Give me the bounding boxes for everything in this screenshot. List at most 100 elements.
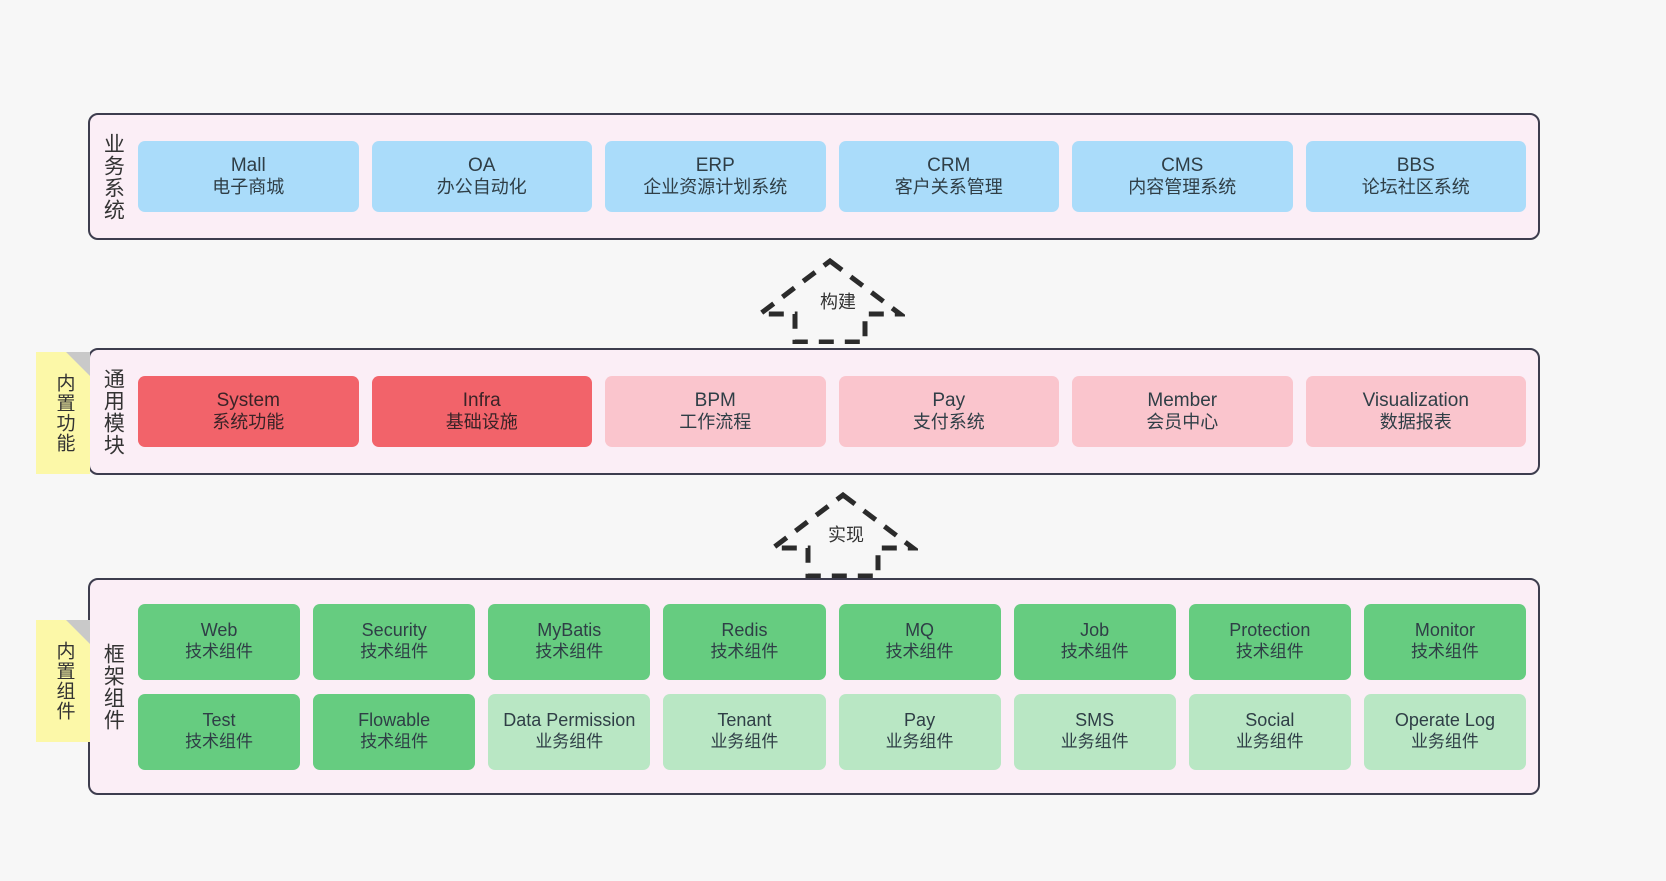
node-mall[interactable]: Mall 电子商城 (138, 141, 359, 212)
sticky-note-builtin-function: 内置功能 (36, 352, 90, 474)
node-subtitle: 数据报表 (1379, 412, 1452, 433)
layer-business-system: 业务系统 Mall 电子商城 OA 办公自动化 ERP 企业资源计划系统 CRM… (88, 113, 1540, 240)
node-sms[interactable]: SMS 业务组件 (1013, 693, 1176, 770)
sticky-fold-corner-icon (66, 620, 90, 644)
node-title: Protection (1229, 620, 1311, 641)
layer-body-framework: Web 技术组件 Security 技术组件 MyBatis 技术组件 Redi… (134, 580, 1538, 793)
node-flowable[interactable]: Flowable 技术组件 (313, 693, 476, 770)
node-redis[interactable]: Redis 技术组件 (663, 603, 826, 680)
node-subtitle: 技术组件 (360, 642, 429, 662)
layer-title-common: 通用模块 (101, 367, 125, 456)
node-operate-log[interactable]: Operate Log 业务组件 (1363, 693, 1526, 770)
node-title: Mall (230, 154, 266, 176)
node-title: Social (1245, 710, 1295, 731)
node-subtitle: 业务组件 (710, 732, 779, 752)
node-subtitle: 业务组件 (885, 732, 954, 752)
node-subtitle: 系统功能 (212, 412, 285, 433)
node-subtitle: 基础设施 (445, 412, 518, 433)
arrow-implement-label: 实现 (826, 521, 866, 547)
node-pay-business[interactable]: Pay 业务组件 (838, 693, 1001, 770)
node-bpm[interactable]: BPM 工作流程 (605, 376, 826, 447)
node-subtitle: 论坛社区系统 (1361, 177, 1470, 198)
node-system[interactable]: System 系统功能 (138, 376, 359, 447)
arrow-build-icon (755, 257, 905, 344)
node-monitor[interactable]: Monitor 技术组件 (1363, 603, 1526, 680)
node-subtitle: 技术组件 (885, 642, 954, 662)
node-social[interactable]: Social 业务组件 (1188, 693, 1351, 770)
node-title: Member (1147, 389, 1218, 411)
layer-framework-component: 框架组件 Web 技术组件 Security 技术组件 MyBatis 技术组件… (88, 578, 1540, 795)
node-visualization[interactable]: Visualization 数据报表 (1305, 376, 1526, 447)
node-title: Tenant (717, 710, 772, 731)
arrow-implement-icon (768, 491, 918, 578)
arrow-build-label: 构建 (818, 288, 858, 314)
layer-common-module: 通用模块 System 系统功能 Infra 基础设施 BPM 工作流程 Pay… (88, 348, 1540, 475)
node-title: BPM (694, 389, 736, 411)
node-row: System 系统功能 Infra 基础设施 BPM 工作流程 Pay 支付系统… (138, 376, 1526, 447)
node-title: CRM (927, 154, 971, 176)
node-title: MyBatis (537, 620, 602, 641)
node-bbs[interactable]: BBS 论坛社区系统 (1305, 141, 1526, 212)
node-erp[interactable]: ERP 企业资源计划系统 (605, 141, 826, 212)
node-oa[interactable]: OA 办公自动化 (371, 141, 592, 212)
node-member[interactable]: Member 会员中心 (1072, 376, 1293, 447)
node-title: Pay (932, 389, 966, 411)
node-title: Pay (904, 710, 936, 731)
node-title: SMS (1075, 710, 1115, 731)
node-subtitle: 技术组件 (360, 732, 429, 752)
node-subtitle: 技术组件 (1235, 642, 1304, 662)
node-subtitle: 技术组件 (185, 642, 254, 662)
sticky-fold-corner-icon (66, 352, 90, 376)
node-title: MQ (905, 620, 935, 641)
node-title: Monitor (1414, 620, 1475, 641)
sticky-label: 内置组件 (53, 641, 75, 721)
layer-title-framework: 框架组件 (101, 642, 125, 731)
layer-title-business: 业务系统 (101, 132, 125, 221)
node-test[interactable]: Test 技术组件 (138, 693, 301, 770)
node-row: Mall 电子商城 OA 办公自动化 ERP 企业资源计划系统 CRM 客户关系… (138, 141, 1526, 212)
node-title: Visualization (1362, 389, 1469, 411)
node-subtitle: 客户关系管理 (894, 177, 1003, 198)
node-subtitle: 业务组件 (1060, 732, 1129, 752)
node-security[interactable]: Security 技术组件 (313, 603, 476, 680)
node-subtitle: 会员中心 (1146, 412, 1219, 433)
sticky-note-builtin-component: 内置组件 (36, 620, 90, 742)
node-title: Job (1080, 620, 1110, 641)
node-subtitle: 技术组件 (185, 732, 254, 752)
node-row: Test 技术组件 Flowable 技术组件 Data Permission … (138, 693, 1526, 770)
sticky-label: 内置功能 (53, 373, 75, 453)
node-title: Infra (462, 389, 501, 411)
node-title: System (216, 389, 280, 411)
node-subtitle: 业务组件 (1410, 732, 1479, 752)
node-tenant[interactable]: Tenant 业务组件 (663, 693, 826, 770)
node-subtitle: 办公自动化 (436, 177, 527, 198)
node-title: BBS (1396, 154, 1435, 176)
node-title: Security (361, 620, 427, 641)
node-data-permission[interactable]: Data Permission 业务组件 (488, 693, 651, 770)
node-cms[interactable]: CMS 内容管理系统 (1072, 141, 1293, 212)
node-protection[interactable]: Protection 技术组件 (1188, 603, 1351, 680)
node-subtitle: 业务组件 (1235, 732, 1304, 752)
node-subtitle: 技术组件 (1410, 642, 1479, 662)
layer-body-common: System 系统功能 Infra 基础设施 BPM 工作流程 Pay 支付系统… (134, 350, 1538, 473)
node-subtitle: 业务组件 (535, 732, 604, 752)
node-job[interactable]: Job 技术组件 (1013, 603, 1176, 680)
node-web[interactable]: Web 技术组件 (138, 603, 301, 680)
node-subtitle: 内容管理系统 (1128, 177, 1237, 198)
node-mq[interactable]: MQ 技术组件 (838, 603, 1001, 680)
node-subtitle: 电子商城 (212, 177, 285, 198)
layer-body-business: Mall 电子商城 OA 办公自动化 ERP 企业资源计划系统 CRM 客户关系… (134, 115, 1538, 238)
node-title: Flowable (358, 710, 431, 731)
node-subtitle: 技术组件 (710, 642, 779, 662)
node-subtitle: 企业资源计划系统 (643, 177, 788, 198)
node-title: Operate Log (1394, 710, 1495, 731)
node-title: Redis (721, 620, 768, 641)
node-title: Web (200, 620, 238, 641)
node-mybatis[interactable]: MyBatis 技术组件 (488, 603, 651, 680)
node-subtitle: 技术组件 (535, 642, 604, 662)
node-row: Web 技术组件 Security 技术组件 MyBatis 技术组件 Redi… (138, 603, 1526, 680)
node-pay[interactable]: Pay 支付系统 (838, 376, 1059, 447)
node-infra[interactable]: Infra 基础设施 (371, 376, 592, 447)
node-crm[interactable]: CRM 客户关系管理 (838, 141, 1059, 212)
